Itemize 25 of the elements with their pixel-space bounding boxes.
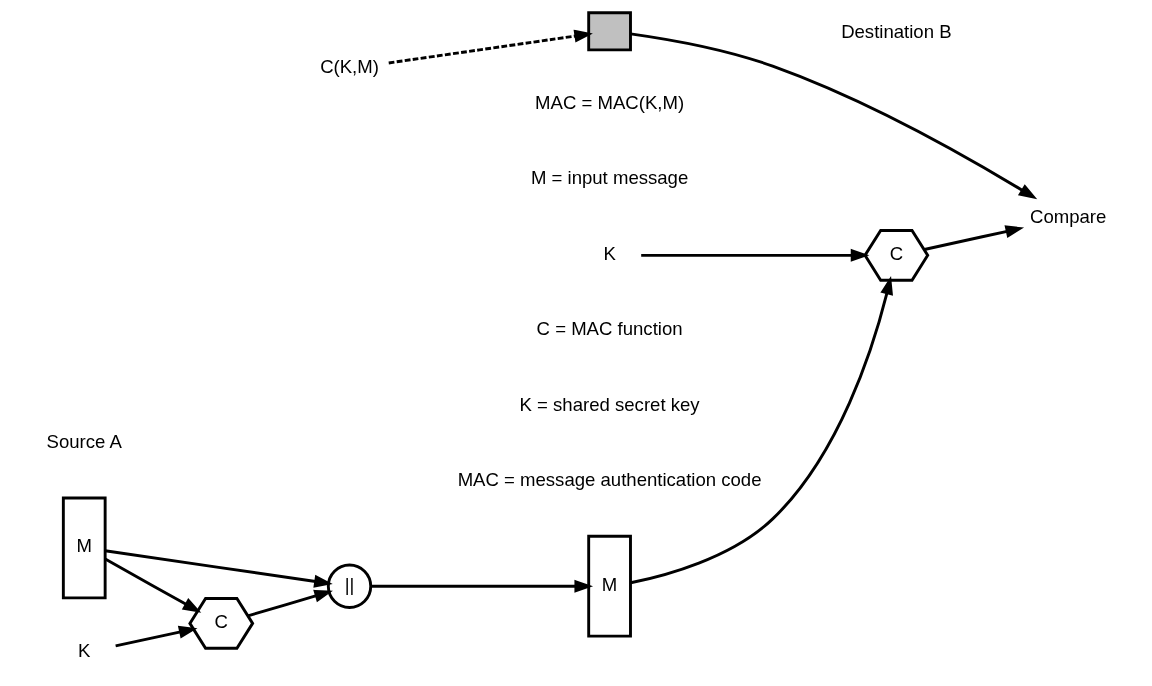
arrow xyxy=(370,579,593,593)
node-text: Compare xyxy=(1029,205,1106,227)
arrow xyxy=(640,248,869,262)
arrow xyxy=(629,276,893,585)
node-text: K xyxy=(602,242,616,264)
label: Destination B xyxy=(840,21,952,43)
node-circle: || xyxy=(326,563,372,609)
node-box xyxy=(586,11,632,52)
label: Source A xyxy=(46,430,122,452)
arrow xyxy=(114,625,197,648)
arrow xyxy=(104,557,201,613)
label: K = shared secret key xyxy=(519,393,700,415)
label: MAC = message authentication code xyxy=(457,469,762,491)
arrow xyxy=(247,589,333,618)
arrow xyxy=(104,549,333,588)
node-text: C(K,M) xyxy=(319,55,379,77)
arrow xyxy=(629,32,1037,200)
label: C = MAC function xyxy=(536,318,683,340)
arrow xyxy=(923,225,1024,251)
arrow xyxy=(388,29,593,65)
label: MAC = MAC(K,M) xyxy=(534,91,684,113)
node-box: M xyxy=(586,534,632,638)
node-text: K xyxy=(77,639,90,661)
label: M = input message xyxy=(530,167,688,189)
node-box: M xyxy=(61,496,107,600)
